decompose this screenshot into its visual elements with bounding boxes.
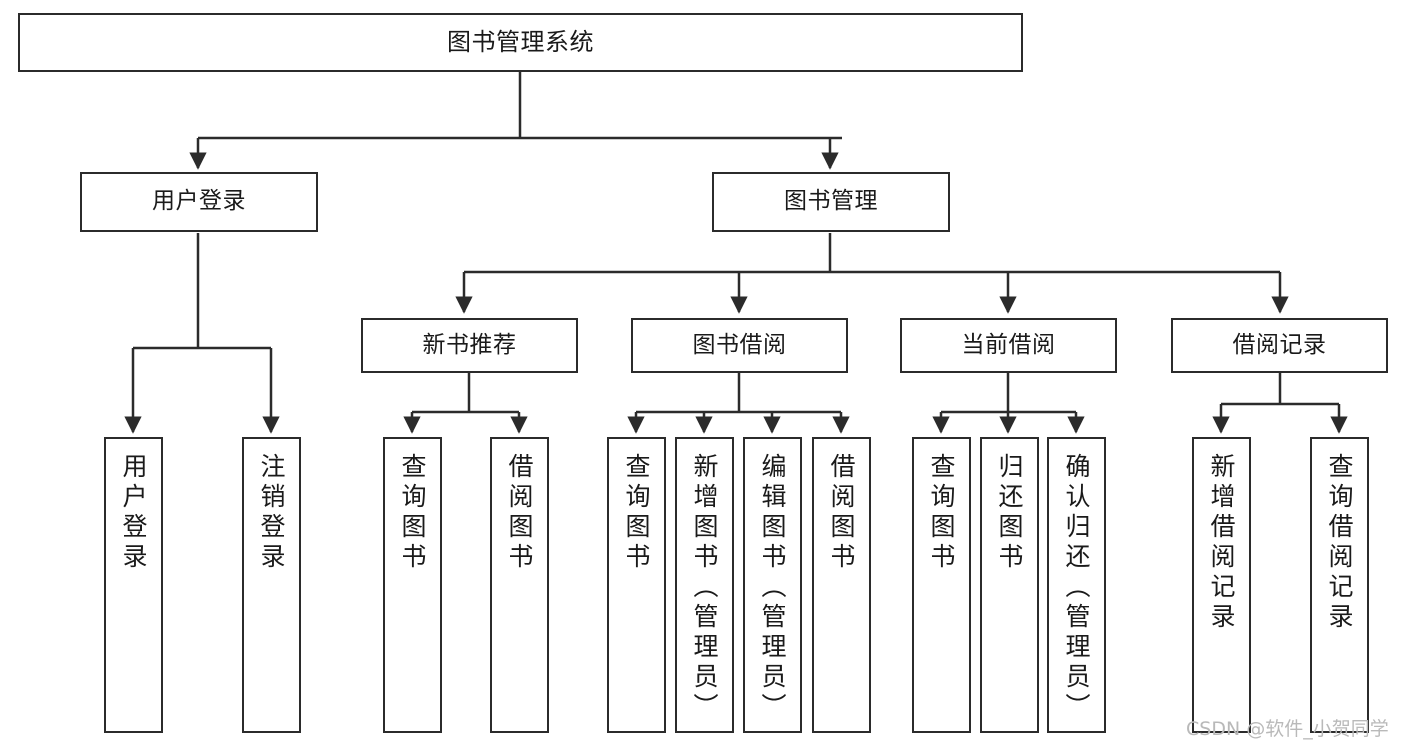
node-current-borrowing[interactable]: 当前借阅 xyxy=(900,318,1117,373)
node-label: 当前借阅 xyxy=(961,331,1056,358)
node-label: 新增图书（管理员） xyxy=(690,453,719,723)
node-leaf-br-add-record[interactable]: 新增借阅记录 xyxy=(1192,437,1251,733)
node-leaf-cb-return-book[interactable]: 归还图书 xyxy=(980,437,1039,733)
node-user-login[interactable]: 用户登录 xyxy=(80,172,318,232)
node-label: 注销登录 xyxy=(257,453,286,573)
node-book-management[interactable]: 图书管理 xyxy=(712,172,950,232)
node-leaf-bb-edit-book-admin[interactable]: 编辑图书（管理员） xyxy=(743,437,802,733)
node-leaf-br-query-record[interactable]: 查询借阅记录 xyxy=(1310,437,1369,733)
node-leaf-nbr-borrow-book[interactable]: 借阅图书 xyxy=(490,437,549,733)
node-label: 图书借阅 xyxy=(692,331,787,358)
node-leaf-user-login[interactable]: 用户登录 xyxy=(104,437,163,733)
node-leaf-cb-query-book[interactable]: 查询图书 xyxy=(912,437,971,733)
node-label: 确认归还（管理员） xyxy=(1062,453,1091,723)
node-label: 借阅图书 xyxy=(827,453,856,573)
node-label: 编辑图书（管理员） xyxy=(758,453,787,723)
node-label: 查询图书 xyxy=(622,453,651,573)
node-label: 查询图书 xyxy=(927,453,956,573)
node-label: 新书推荐 xyxy=(422,331,517,358)
node-label: 用户登录 xyxy=(119,453,148,573)
node-root-book-management-system[interactable]: 图书管理系统 xyxy=(18,13,1023,72)
node-label: 用户登录 xyxy=(152,188,246,215)
node-label: 借阅记录 xyxy=(1232,331,1327,358)
node-label: 图书管理系统 xyxy=(447,28,594,57)
node-leaf-cb-confirm-return-admin[interactable]: 确认归还（管理员） xyxy=(1047,437,1106,733)
node-leaf-bb-query-book[interactable]: 查询图书 xyxy=(607,437,666,733)
node-label: 查询借阅记录 xyxy=(1325,453,1354,633)
node-label: 借阅图书 xyxy=(505,453,534,573)
node-leaf-bb-add-book-admin[interactable]: 新增图书（管理员） xyxy=(675,437,734,733)
node-leaf-user-logout[interactable]: 注销登录 xyxy=(242,437,301,733)
node-borrowing-record[interactable]: 借阅记录 xyxy=(1171,318,1388,373)
node-leaf-bb-borrow-book[interactable]: 借阅图书 xyxy=(812,437,871,733)
node-book-borrowing[interactable]: 图书借阅 xyxy=(631,318,848,373)
node-label: 查询图书 xyxy=(398,453,427,573)
node-label: 归还图书 xyxy=(995,453,1024,573)
node-label: 图书管理 xyxy=(784,188,878,215)
node-label: 新增借阅记录 xyxy=(1207,453,1236,633)
node-new-book-recommendation[interactable]: 新书推荐 xyxy=(361,318,578,373)
node-leaf-nbr-query-book[interactable]: 查询图书 xyxy=(383,437,442,733)
csdn-watermark: CSDN @软件_小贺同学 xyxy=(1186,718,1389,740)
